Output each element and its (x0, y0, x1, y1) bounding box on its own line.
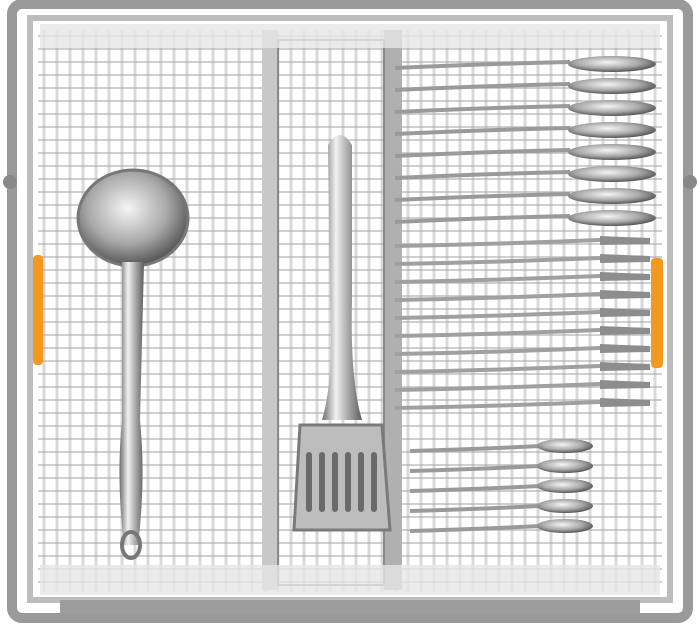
fork-tines (600, 326, 650, 335)
spoon-bowl (568, 122, 656, 138)
spatula-slot (306, 452, 312, 512)
fork-handle (394, 382, 601, 392)
fork-tines (600, 236, 650, 245)
teaspoon-handle (409, 524, 541, 533)
spatula-slot (332, 452, 338, 512)
fork-tines (600, 344, 650, 353)
spatula-slot (319, 452, 325, 512)
teaspoon-handle (409, 444, 541, 453)
spoon-bowl (568, 56, 656, 72)
fork-handle (394, 364, 601, 374)
fork-tines (600, 362, 650, 371)
fork-handle (394, 256, 601, 266)
bottom-frame-bar (60, 600, 640, 614)
spoon-handle (394, 104, 571, 114)
teaspoon-handle (409, 504, 541, 513)
fork-handle (394, 292, 601, 302)
teaspoon-bowl (537, 499, 593, 513)
spoon-handle (394, 60, 571, 70)
fork-tines (600, 290, 650, 299)
spoon-bowl (568, 188, 656, 204)
fork-tines (600, 308, 650, 317)
teaspoon-handle (409, 484, 541, 493)
fork-handle (394, 346, 601, 356)
spoon-bowl (568, 100, 656, 116)
spoon-bowl (568, 144, 656, 160)
spatula-slot (371, 452, 377, 512)
spoon-handle (394, 170, 571, 180)
spatula-slot (345, 452, 351, 512)
teaspoon-handle (409, 464, 541, 473)
teaspoon-bowl (537, 519, 593, 533)
spoon-handle (394, 126, 571, 136)
fork-handle (394, 328, 601, 338)
teaspoon-bowl (537, 479, 593, 493)
fork-handle (394, 310, 601, 320)
fork-tines (600, 272, 650, 281)
left-handle-accent[interactable] (33, 255, 43, 365)
spoon-bowl (568, 78, 656, 94)
fork-handle (394, 238, 601, 248)
spatula-slots (306, 452, 377, 512)
spoon-handle (394, 148, 571, 158)
teaspoon-bowl (537, 459, 593, 473)
fork-tines (600, 254, 650, 263)
teaspoon-bowl (537, 439, 593, 453)
spatula-slot (358, 452, 364, 512)
cutlery-set (394, 56, 656, 533)
right-handle-accent[interactable] (651, 258, 663, 368)
spatula (292, 135, 392, 532)
ladle (76, 168, 190, 560)
fork-handle (394, 400, 601, 410)
spoon-handle (394, 82, 571, 92)
left-hinge (3, 175, 17, 189)
spoon-handle (394, 214, 571, 224)
spoon-bowl (568, 166, 656, 182)
compartment-dividers (40, 24, 660, 595)
right-hinge (683, 175, 697, 189)
fork-tines (600, 380, 650, 389)
spoon-bowl (568, 210, 656, 226)
fork-tines (600, 398, 650, 407)
fork-handle (394, 274, 601, 284)
spoon-handle (394, 192, 571, 202)
